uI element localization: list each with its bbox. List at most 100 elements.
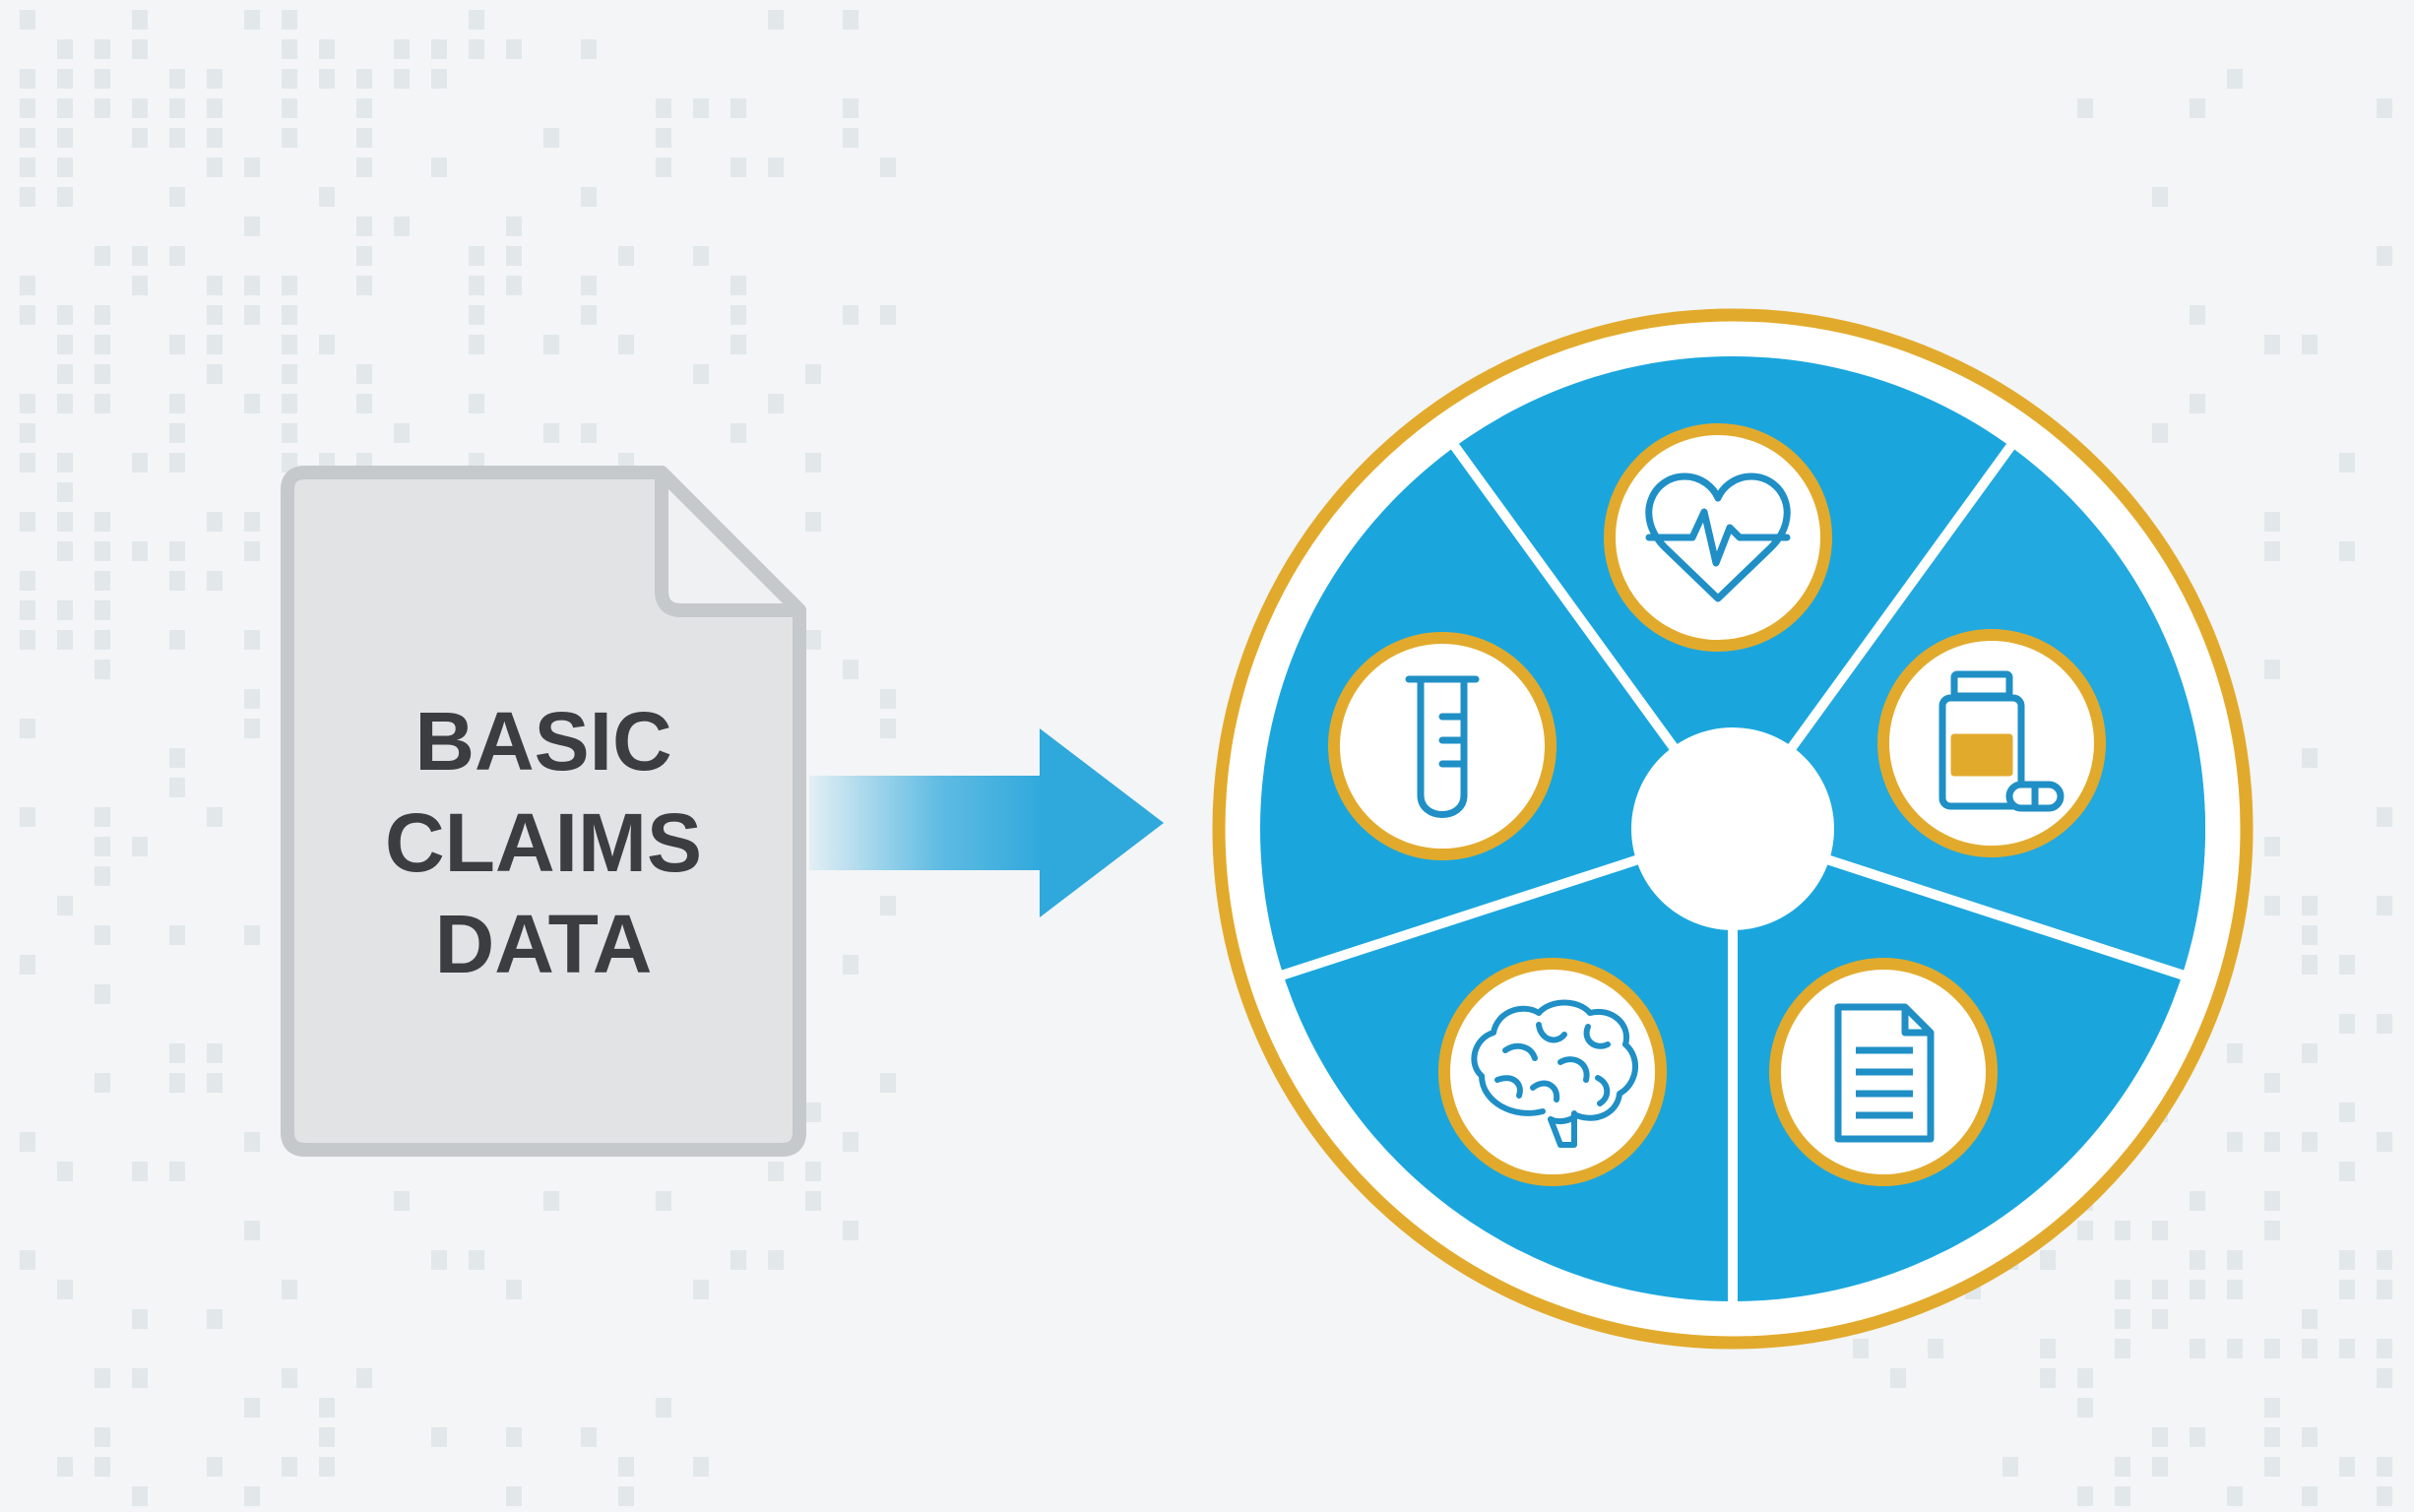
background-dot: [169, 335, 185, 354]
background-dot: [581, 423, 597, 443]
background-dot: [244, 1132, 260, 1152]
background-dot: [282, 394, 297, 413]
background-dot: [1853, 1339, 1869, 1358]
background-dot: [2302, 1486, 2318, 1506]
background-dot: [57, 541, 73, 561]
background-dot: [394, 423, 410, 443]
background-dot: [282, 305, 297, 325]
background-dot: [20, 719, 35, 738]
background-dot: [244, 719, 260, 738]
background-dot: [282, 453, 297, 472]
background-dot: [282, 39, 297, 59]
background-dot: [543, 128, 559, 148]
background-dot: [57, 158, 73, 177]
background-dot: [693, 246, 709, 266]
background-dot: [319, 1427, 335, 1447]
background-dot: [2190, 1191, 2205, 1211]
background-dot: [2302, 748, 2318, 768]
background-dot: [169, 571, 185, 591]
background-dot: [169, 187, 185, 207]
background-dot: [282, 364, 297, 384]
background-dot: [244, 394, 260, 413]
background-dot: [207, 335, 222, 354]
background-dot: [244, 158, 260, 177]
background-dot: [2339, 1339, 2355, 1358]
background-dot: [2377, 1280, 2392, 1299]
background-dot: [95, 600, 110, 620]
badge-document: [1769, 958, 1998, 1186]
background-dot: [2339, 541, 2355, 561]
background-dot: [132, 1368, 148, 1388]
arrow-head: [1040, 728, 1164, 917]
background-dot: [431, 158, 447, 177]
background-dot: [2227, 1280, 2243, 1299]
background-dot: [2264, 335, 2280, 354]
background-dot: [207, 1457, 222, 1477]
background-dot: [20, 276, 35, 295]
background-dot: [169, 925, 185, 945]
background-dot: [169, 423, 185, 443]
background-dot: [207, 1043, 222, 1063]
background-dot: [2152, 1221, 2168, 1240]
background-dot: [169, 394, 185, 413]
background-dot: [20, 600, 35, 620]
background-dot: [581, 305, 597, 325]
background-dot: [282, 98, 297, 118]
background-dot: [20, 512, 35, 532]
background-dot: [431, 1427, 447, 1447]
background-dot: [95, 335, 110, 354]
background-dot: [2339, 1280, 2355, 1299]
document-page-shape: [281, 466, 806, 1157]
background-dot: [132, 1309, 148, 1329]
background-dot: [2377, 98, 2392, 118]
background-dot: [169, 98, 185, 118]
background-dot: [2339, 1102, 2355, 1122]
background-dot: [207, 98, 222, 118]
background-dot: [169, 1043, 185, 1063]
background-dot: [506, 1280, 522, 1299]
background-dot: [2377, 807, 2392, 827]
background-dot: [2377, 246, 2392, 266]
background-dot: [506, 246, 522, 266]
background-dot: [20, 128, 35, 148]
background-dot: [2227, 1339, 2243, 1358]
background-dot: [2152, 1280, 2168, 1299]
background-dot: [282, 69, 297, 89]
background-dot: [169, 1162, 185, 1181]
background-dot: [95, 39, 110, 59]
background-dot: [805, 1162, 821, 1181]
background-dot: [2377, 1339, 2392, 1358]
background-dot: [2002, 1457, 2018, 1477]
background-dot: [319, 187, 335, 207]
background-dot: [2302, 335, 2318, 354]
background-dot: [2377, 1368, 2392, 1388]
background-dot: [95, 807, 110, 827]
background-dot: [2152, 1457, 2168, 1477]
background-dot: [319, 1457, 335, 1477]
background-dot: [2227, 1132, 2243, 1152]
background-dot: [319, 335, 335, 354]
background-dot: [2339, 1014, 2355, 1034]
background-dot: [2190, 1250, 2205, 1270]
background-dot: [282, 10, 297, 30]
background-dot: [731, 98, 746, 118]
background-dot: [618, 335, 634, 354]
background-dot: [2302, 955, 2318, 975]
background-dot: [581, 187, 597, 207]
test-tube-icon: [1405, 675, 1480, 818]
background-dot: [768, 394, 784, 413]
background-dot: [506, 276, 522, 295]
background-dot: [618, 1457, 634, 1477]
background-dot: [20, 158, 35, 177]
background-dot: [880, 896, 896, 915]
background-dot: [2264, 1457, 2280, 1477]
background-dot: [57, 305, 73, 325]
background-dot: [169, 748, 185, 768]
wheel-divider-line: [1448, 440, 1680, 753]
background-dot: [1890, 1368, 1906, 1388]
background-dot: [2377, 896, 2392, 915]
background-dot: [843, 955, 858, 975]
background-dot: [431, 69, 447, 89]
background-dot: [207, 69, 222, 89]
